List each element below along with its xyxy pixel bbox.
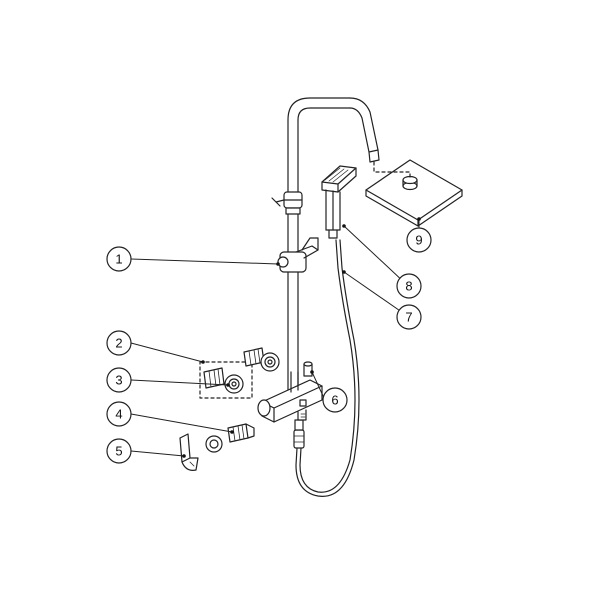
valve-cartridge bbox=[227, 423, 255, 443]
small-fitting-part bbox=[303, 361, 313, 377]
hand-shower bbox=[321, 165, 357, 239]
callout-label-3: 3 bbox=[115, 373, 122, 388]
parts-group-dashed-box bbox=[199, 361, 253, 399]
handle-ring bbox=[205, 435, 223, 453]
callout-label-9: 9 bbox=[415, 233, 422, 248]
leader-dots bbox=[182, 217, 421, 458]
callout-label-2: 2 bbox=[115, 336, 122, 351]
handle-lever bbox=[179, 433, 199, 471]
shower-hose bbox=[293, 239, 360, 497]
eccentric-connector-part bbox=[224, 374, 244, 394]
callout-label-1: 1 bbox=[115, 252, 122, 267]
callout-circle-8 bbox=[396, 273, 422, 299]
callout-label-5: 5 bbox=[115, 444, 122, 459]
callout-label-8: 8 bbox=[405, 279, 412, 294]
callout-circle-6 bbox=[322, 387, 348, 413]
callout-label-4: 4 bbox=[115, 407, 122, 422]
mixer-valve-body bbox=[257, 371, 323, 423]
leader-lines bbox=[130, 218, 420, 457]
callout-circle-1 bbox=[106, 246, 132, 272]
callout-label-6: 6 bbox=[331, 393, 338, 408]
slider-holder-part bbox=[277, 237, 319, 273]
head-connection-dashed-line bbox=[373, 161, 411, 179]
callout-circle-9 bbox=[406, 227, 432, 253]
callout-circle-5 bbox=[106, 438, 132, 464]
upper-slider-collar bbox=[271, 191, 303, 215]
callout-circle-2 bbox=[106, 330, 132, 356]
upper-eccentric-connector bbox=[260, 352, 280, 372]
callout-circle-3 bbox=[106, 367, 132, 393]
callout-circle-4 bbox=[106, 401, 132, 427]
callout-label-7: 7 bbox=[405, 310, 412, 325]
check-valve-part bbox=[203, 367, 225, 389]
upper-check-valve bbox=[243, 347, 265, 367]
overhead-shower-head bbox=[365, 159, 463, 227]
callout-circle-7 bbox=[396, 304, 422, 330]
